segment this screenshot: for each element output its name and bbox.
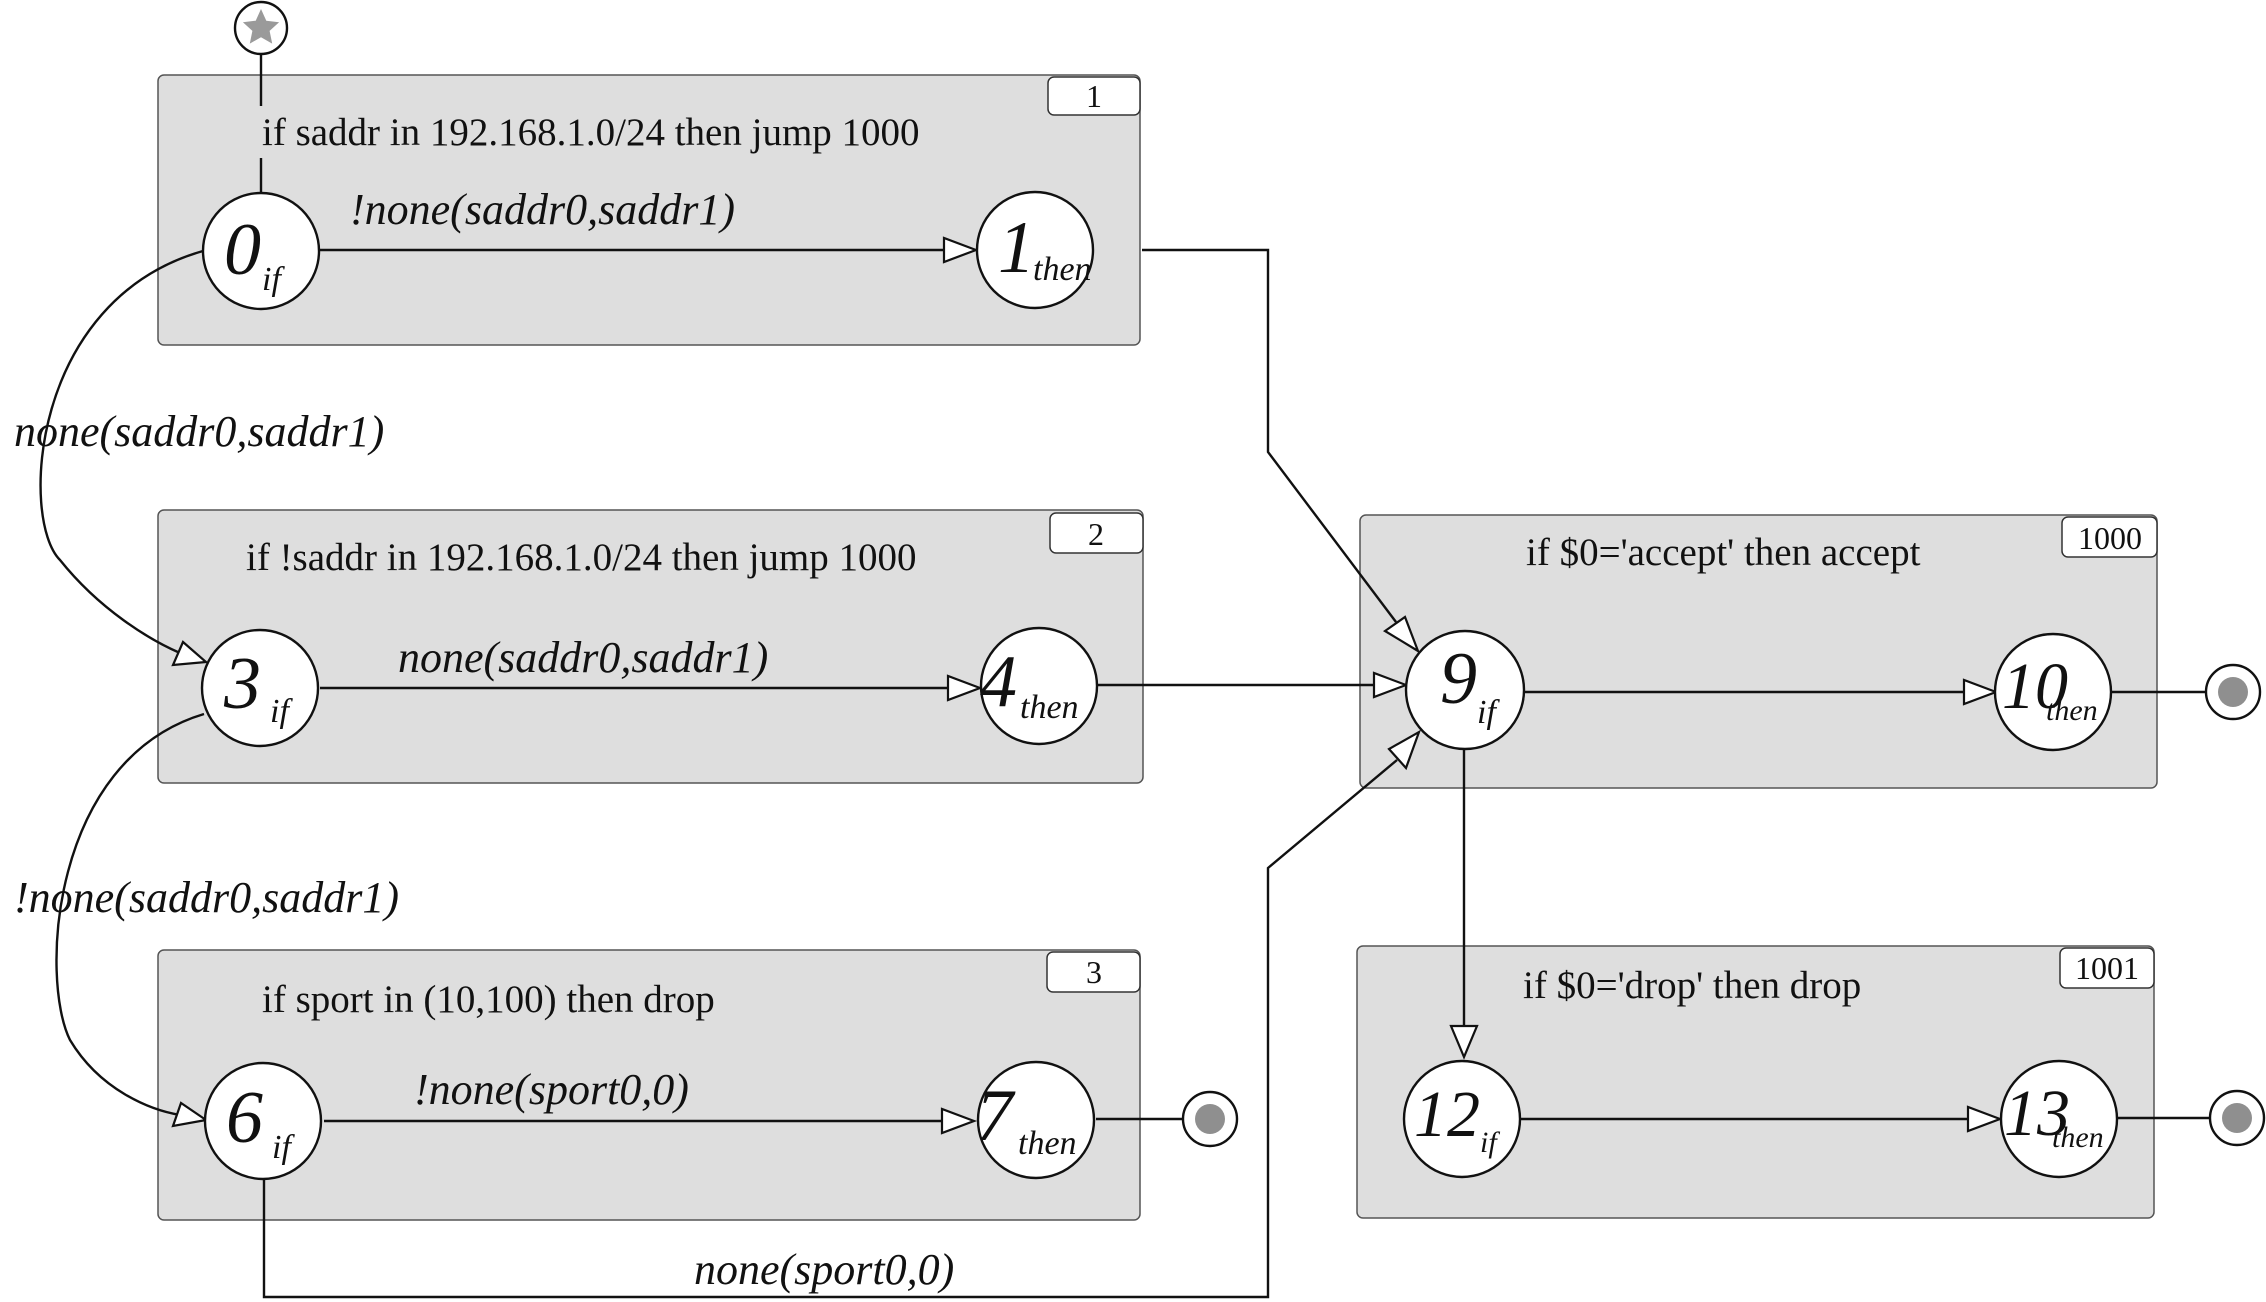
node-13-label: then (2052, 1121, 2104, 1154)
edge-label-3-4: none(saddr0,saddr1) (398, 633, 768, 682)
rule-text-1000: if $0='accept' then accept (1526, 531, 1921, 574)
edge-0-to-1: !none(saddr0,saddr1) (320, 185, 980, 264)
rule-block-1: 1 if saddr in 192.168.1.0/24 then jump 1… (157, 74, 1141, 346)
node-12-label: if (1480, 1126, 1500, 1159)
block-tag-1: 1 (1086, 78, 1102, 114)
rule-text-3: if sport in (10,100) then drop (262, 978, 715, 1021)
node-9-label: if (1477, 694, 1500, 731)
edge-0-to-3: none(saddr0,saddr1) (14, 249, 384, 667)
block-tag-1000: 1000 (2078, 520, 2142, 556)
edge-6-to-9: none(sport0,0) (262, 729, 1422, 1299)
edge-1-to-9 (1142, 248, 1421, 654)
node-7: 7 then (976, 1060, 1096, 1180)
node-10-label: then (2046, 694, 2098, 727)
rule-block-1000: 1000 if $0='accept' then accept (1359, 514, 2158, 789)
edge-12-to-13 (1520, 1105, 2004, 1133)
edge-label-0-3: none(saddr0,saddr1) (14, 407, 384, 456)
edge-6-to-7: !none(sport0,0) (324, 1065, 978, 1135)
node-0: 0 if (201, 191, 321, 311)
rule-block-3: 3 if sport in (10,100) then drop (157, 949, 1141, 1221)
edge-9-to-10 (1525, 678, 2000, 706)
end-marker-13 (2118, 1089, 2266, 1147)
rule-block-1001: 1001 if $0='drop' then drop (1356, 945, 2155, 1219)
edge-label-6-7: !none(sport0,0) (414, 1065, 689, 1114)
node-12: 12 if (1402, 1059, 1522, 1179)
block-tag-1001: 1001 (2075, 950, 2139, 986)
start-marker (233, 0, 289, 194)
node-4-label: then (1020, 689, 1079, 726)
node-10-number: 10 (2002, 650, 2068, 723)
edge-3-to-6: !none(saddr0,saddr1) (14, 712, 399, 1128)
node-3-number: 3 (223, 643, 261, 725)
node-9: 9 if (1404, 629, 1526, 751)
node-1-label: then (1033, 251, 1092, 288)
edge-label-0-1: !none(saddr0,saddr1) (350, 185, 735, 234)
node-0-label: if (262, 261, 285, 298)
node-13-number: 13 (2004, 1077, 2070, 1150)
edge-9-to-12 (1449, 748, 1479, 1060)
node-6-number: 6 (226, 1077, 263, 1159)
end-marker-10 (2112, 663, 2262, 721)
node-1: 1 then (975, 190, 1095, 310)
node-3: 3 if (200, 628, 320, 748)
end-marker-7 (1096, 1090, 1239, 1148)
node-4-number: 4 (980, 641, 1017, 723)
node-9-number: 9 (1440, 638, 1477, 720)
rule-text-1: if saddr in 192.168.1.0/24 then jump 100… (262, 111, 920, 154)
rule-text-1001: if $0='drop' then drop (1523, 964, 1861, 1007)
node-7-number: 7 (976, 1075, 1016, 1157)
node-13: 13 then (1999, 1059, 2119, 1179)
rule-text-2: if !saddr in 192.168.1.0/24 then jump 10… (246, 536, 917, 579)
edge-label-3-6: !none(saddr0,saddr1) (14, 873, 399, 922)
node-6-label: if (272, 1129, 295, 1166)
node-1-number: 1 (998, 207, 1035, 289)
node-3-label: if (270, 693, 293, 730)
block-tag-3: 3 (1086, 954, 1102, 990)
node-12-number: 12 (1414, 1078, 1480, 1151)
rule-block-2: 2 if !saddr in 192.168.1.0/24 then jump … (157, 509, 1144, 784)
block-tag-2: 2 (1088, 516, 1104, 552)
node-7-label: then (1018, 1125, 1077, 1162)
node-6: 6 if (203, 1061, 323, 1181)
edge-3-to-4: none(saddr0,saddr1) (320, 633, 984, 702)
node-4: 4 then (979, 626, 1099, 746)
node-0-number: 0 (224, 209, 261, 291)
edge-4-to-9 (1098, 671, 1410, 699)
edge-label-6-9: none(sport0,0) (694, 1245, 954, 1294)
node-10: 10 then (1993, 632, 2113, 752)
